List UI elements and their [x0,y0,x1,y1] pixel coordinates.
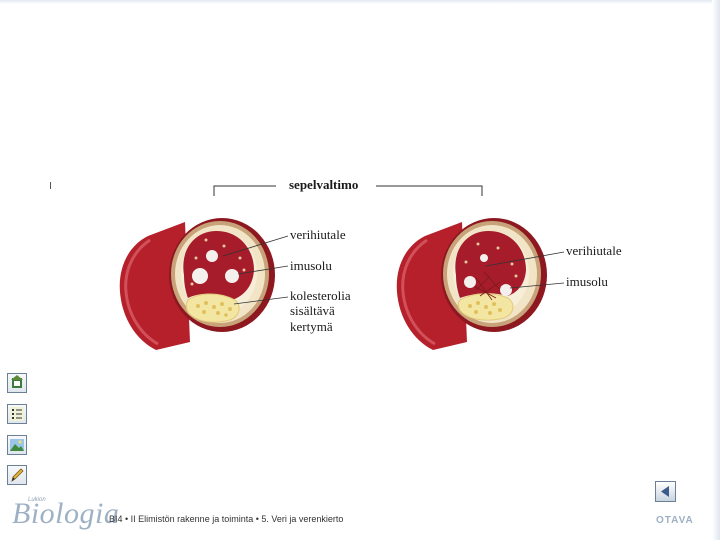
label-left-lymphocyte: imusolu [290,258,332,273]
biologia-logo: Biologia [12,497,120,530]
top-frame [0,0,720,4]
label-left-cholesterol-3: kertymä [290,319,333,334]
list-icon[interactable] [7,404,27,424]
leader-lines [222,235,565,305]
logo-small-text: Lukion [28,497,46,503]
label-left-cholesterol-2: sisältävä [290,303,335,318]
slide-marker [50,182,51,189]
publisher-logo: OTAVA [656,515,694,526]
artery-left [119,218,275,350]
home-icon[interactable] [7,373,27,393]
back-button[interactable] [655,481,676,502]
clot [469,271,505,301]
label-left-cholesterol-1: kolesterolia [290,288,351,303]
pencil-icon[interactable] [7,465,27,485]
bracket [213,185,483,196]
artery-right [396,218,547,350]
lymphocyte [192,268,208,284]
label-left-platelet: verihiutale [290,227,346,242]
right-frame [712,0,720,540]
triangle-left-icon [661,486,669,497]
breadcrumb: BI4 • II Elimistön rakenne ja toiminta •… [109,514,344,524]
label-right-platelet: verihiutale [566,243,622,258]
label-right-lymphocyte: imusolu [566,274,608,289]
image-icon[interactable] [7,435,27,455]
diagram-title: sepelvaltimo [289,177,358,192]
